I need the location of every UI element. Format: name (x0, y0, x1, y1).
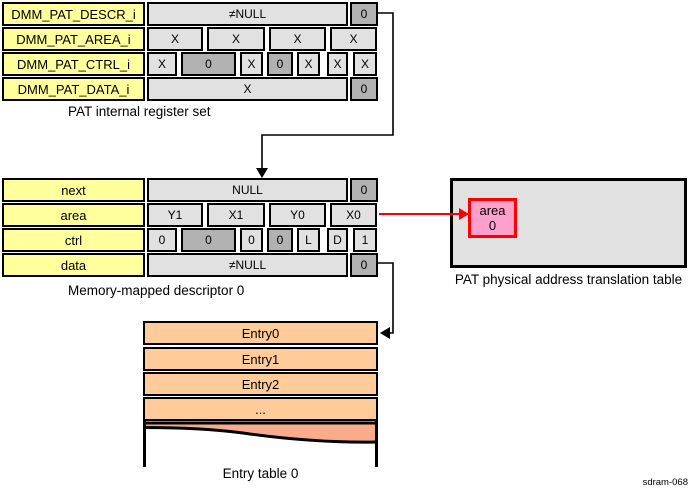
descriptor-label-data: data (2, 253, 145, 277)
area-cell-2: X (207, 27, 265, 51)
desc-ctrl-cell-L: L (297, 228, 320, 252)
descr-flag-cell: 0 (350, 2, 378, 26)
desc-area-cell-y1: Y1 (147, 203, 203, 227)
descriptor-caption: Memory-mapped descriptor 0 (68, 283, 245, 298)
descriptor-label-area: area (2, 203, 145, 227)
data-to-entry-arrowhead (380, 327, 390, 339)
register-row-area: DMM_PAT_AREA_i X X X X (2, 27, 377, 51)
desc-ctrl-cell-1b: 1 (353, 228, 377, 252)
entry-row-ellipsis: ... (143, 397, 378, 421)
entry-row-1: Entry1 (143, 347, 378, 371)
ctrl-cell-2: 0 (181, 52, 236, 76)
desc-data-value-cell: ≠NULL (147, 253, 348, 277)
ctrl-cell-1: X (147, 52, 177, 76)
desc-ctrl-cell-2: 0 (181, 228, 236, 252)
desc-ctrl-cell-4: 0 (267, 228, 293, 252)
entry-row-0: Entry0 (143, 321, 378, 345)
next-value-cell: NULL (147, 178, 348, 202)
desc-data-flag-cell: 0 (350, 253, 378, 277)
register-label-ctrl: DMM_PAT_CTRL_i (2, 52, 145, 76)
pat-table-caption: PAT physical address translation table (454, 272, 683, 287)
desc-ctrl-cell-D: D (327, 228, 348, 252)
register-set-caption: PAT internal register set (68, 104, 211, 119)
descr-value-cell: ≠NULL (147, 2, 348, 26)
descr-to-descriptor-arrowhead (256, 168, 268, 178)
data-to-entry-arrow-line (378, 262, 394, 334)
ctrl-cell-6: X (327, 52, 348, 76)
descriptor-label-next: next (2, 178, 145, 202)
desc-area-cell-x1: X1 (207, 203, 265, 227)
ctrl-cell-3: X (240, 52, 263, 76)
ctrl-cell-7: X (353, 52, 377, 76)
descriptor-row-area: area Y1 X1 Y0 X0 (2, 203, 377, 227)
descriptor-label-ctrl: ctrl (2, 228, 145, 252)
register-row-data: DMM_PAT_DATA_i X 0 (2, 77, 378, 101)
area-cell-3: X (269, 27, 326, 51)
desc-area-cell-y0: Y0 (269, 203, 326, 227)
entry-table-caption: Entry table 0 (222, 466, 299, 481)
register-label-area: DMM_PAT_AREA_i (2, 27, 145, 51)
descriptor-row-ctrl: ctrl 0 0 0 0 L D 1 (2, 228, 377, 252)
next-flag-cell: 0 (350, 178, 378, 202)
area0-label: area (479, 203, 506, 218)
area0-value: 0 (488, 218, 497, 233)
ctrl-cell-4: 0 (267, 52, 293, 76)
register-label-descr: DMM_PAT_DESCR_i (2, 2, 145, 26)
desc-ctrl-cell-1: 0 (147, 228, 177, 252)
register-label-data: DMM_PAT_DATA_i (2, 77, 145, 101)
entry-table-torn-edge (143, 421, 378, 467)
register-row-ctrl: DMM_PAT_CTRL_i X 0 X 0 X X X (2, 52, 377, 76)
desc-area-cell-x0: X0 (330, 203, 377, 227)
figure-id-label: sdram-068 (642, 477, 688, 488)
descriptor-row-next: next NULL 0 (2, 178, 378, 202)
data-value-cell: X (147, 77, 348, 101)
entry-row-2: Entry2 (143, 372, 378, 396)
data-flag-cell: 0 (350, 77, 378, 101)
area-cell-1: X (147, 27, 203, 51)
desc-ctrl-cell-3: 0 (240, 228, 263, 252)
ctrl-cell-5: X (297, 52, 320, 76)
register-row-descr: DMM_PAT_DESCR_i ≠NULL 0 (2, 2, 378, 26)
descriptor-row-data: data ≠NULL 0 (2, 253, 378, 277)
area-cell-4: X (330, 27, 377, 51)
area0-box: area 0 (468, 198, 517, 238)
